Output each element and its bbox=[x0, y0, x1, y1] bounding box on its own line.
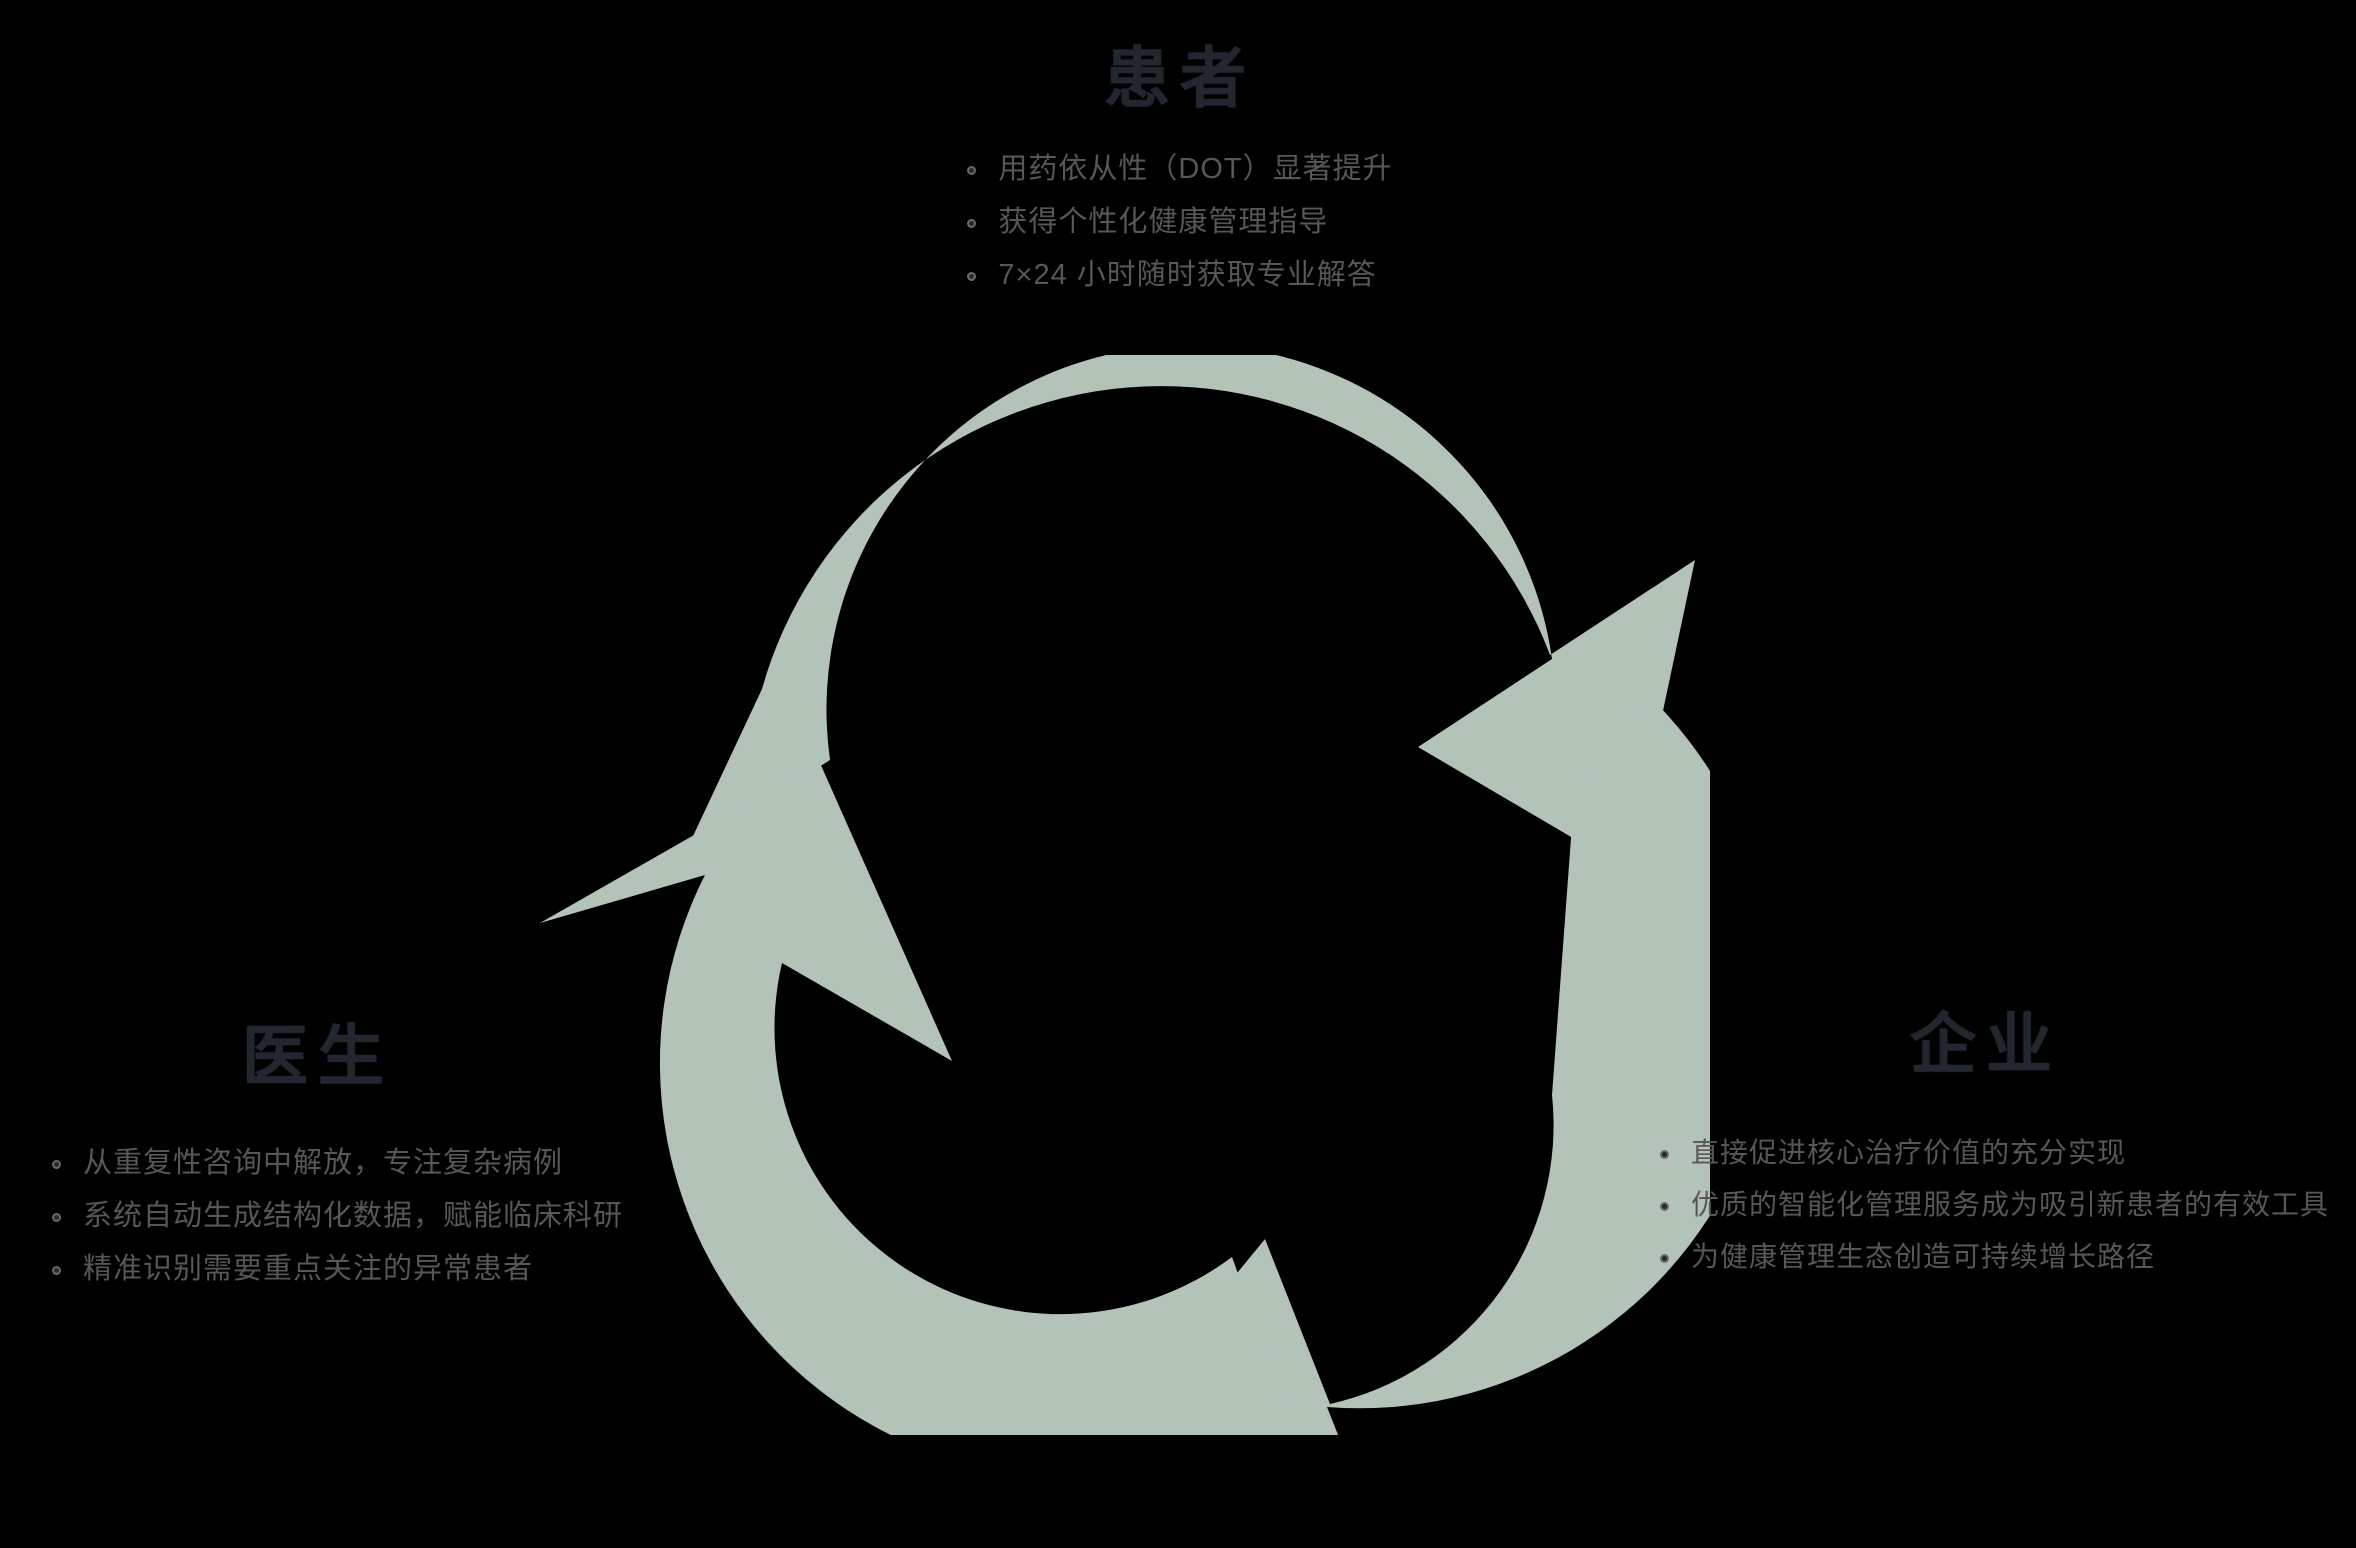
list-item: 精准识别需要重点关注的异常患者 bbox=[52, 1252, 752, 1285]
list-item: 直接促进核心治疗价值的充分实现 bbox=[1660, 1136, 2356, 1168]
group-enterprise-title: 企业 bbox=[1910, 1007, 2062, 1081]
list-item: 为健康管理生态创造可持续增长路径 bbox=[1660, 1240, 2356, 1272]
group-enterprise: 企业 直接促进核心治疗价值的充分实现 优质的智能化管理服务成为吸引新患者的有效工… bbox=[1660, 1008, 2356, 1271]
group-enterprise-bullets: 直接促进核心治疗价值的充分实现 优质的智能化管理服务成为吸引新患者的有效工具 为… bbox=[1660, 1136, 2356, 1272]
list-item: 优质的智能化管理服务成为吸引新患者的有效工具 bbox=[1660, 1188, 2356, 1220]
list-item-label: 从重复性咨询中解放，专注复杂病例 bbox=[83, 1146, 564, 1179]
group-doctor-bullets: 从重复性咨询中解放，专注复杂病例 系统自动生成结构化数据，赋能临床科研 精准识别… bbox=[52, 1146, 752, 1285]
list-item: 系统自动生成结构化数据，赋能临床科研 bbox=[52, 1199, 752, 1232]
list-item-label: 获得个性化健康管理指导 bbox=[998, 205, 1329, 238]
list-item: 7×24 小时随时获取专业解答 bbox=[967, 258, 1392, 291]
bullet-marker-icon bbox=[967, 271, 977, 281]
list-item: 获得个性化健康管理指导 bbox=[967, 205, 1392, 238]
list-item-label: 系统自动生成结构化数据，赋能临床科研 bbox=[83, 1199, 624, 1232]
group-patient: 患者 用药依从性（DOT）显著提升 获得个性化健康管理指导 7×24 小时随时获… bbox=[740, 42, 1620, 290]
bullet-marker-icon bbox=[967, 165, 977, 175]
cycle-arrow-group bbox=[540, 355, 1710, 1435]
bullet-marker-icon bbox=[52, 1159, 61, 1169]
cycle-arrow-bottom bbox=[1106, 693, 1710, 1435]
list-item-label: 7×24 小时随时获取专业解答 bbox=[998, 258, 1377, 291]
group-doctor: 医生 从重复性咨询中解放，专注复杂病例 系统自动生成结构化数据，赋能临床科研 精… bbox=[52, 1020, 752, 1284]
cycle-diagram bbox=[530, 355, 1710, 1435]
group-doctor-title: 医生 bbox=[242, 1019, 394, 1093]
bullet-marker-icon bbox=[1660, 1253, 1669, 1263]
group-patient-bullets: 用药依从性（DOT）显著提升 获得个性化健康管理指导 7×24 小时随时获取专业… bbox=[967, 152, 1393, 291]
list-item-label: 为健康管理生态创造可持续增长路径 bbox=[1691, 1240, 2156, 1272]
bullet-marker-icon bbox=[1660, 1149, 1669, 1159]
list-item-label: 用药依从性（DOT）显著提升 bbox=[998, 152, 1393, 185]
bullet-marker-icon bbox=[1660, 1201, 1669, 1211]
list-item: 用药依从性（DOT）显著提升 bbox=[967, 152, 1393, 185]
cycle-arrow-top-right bbox=[686, 355, 1695, 871]
list-item-label: 精准识别需要重点关注的异常患者 bbox=[83, 1252, 534, 1285]
bullet-marker-icon bbox=[52, 1212, 61, 1222]
group-patient-title: 患者 bbox=[1104, 41, 1256, 115]
cycle-arrow-left bbox=[540, 763, 1290, 1435]
bullet-marker-icon bbox=[967, 218, 977, 228]
list-item-label: 优质的智能化管理服务成为吸引新患者的有效工具 bbox=[1691, 1188, 2330, 1220]
list-item: 从重复性咨询中解放，专注复杂病例 bbox=[52, 1146, 752, 1179]
bullet-marker-icon bbox=[52, 1265, 61, 1275]
list-item-label: 直接促进核心治疗价值的充分实现 bbox=[1691, 1136, 2127, 1168]
